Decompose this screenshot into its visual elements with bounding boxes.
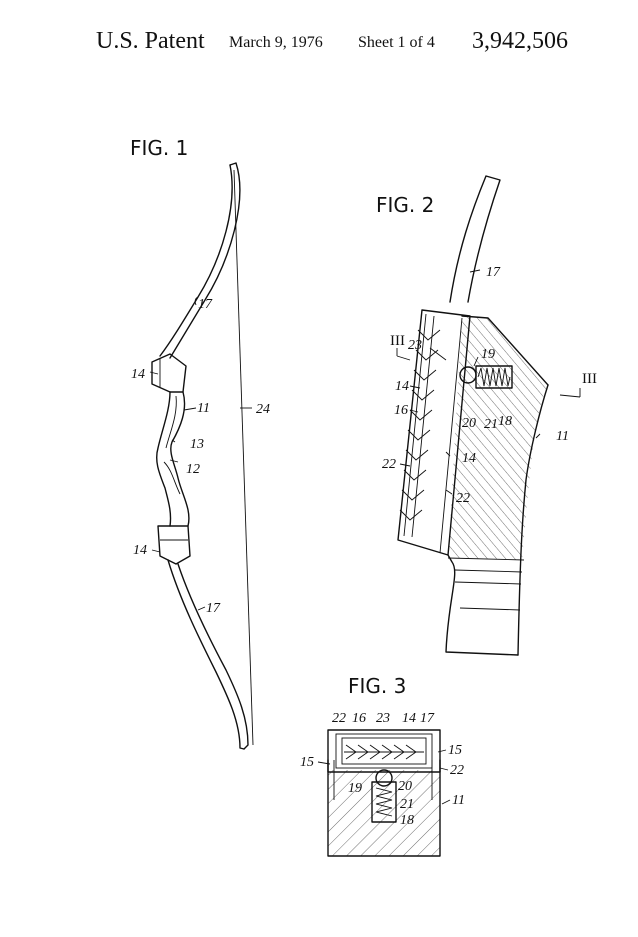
- upper-limb-belly: [159, 164, 233, 357]
- fig2-ref-23: 23: [408, 338, 422, 353]
- fig2-ref-22-lower: 22: [456, 491, 470, 506]
- fig1-ref-17-lower: 17: [206, 601, 221, 616]
- lower-limb-back: [177, 563, 249, 750]
- fig3-ref-15-left: 15: [300, 755, 314, 770]
- fig3-ref-20: 20: [398, 779, 412, 794]
- fig2-title: FIG. 2: [376, 193, 434, 217]
- fig2-section-left: III: [390, 333, 405, 349]
- patent-label: U.S. Patent: [96, 28, 205, 54]
- riser-back: [170, 391, 190, 527]
- riser-belly: [156, 391, 172, 527]
- upper-limb-block: [151, 353, 187, 393]
- fig3-riser-section: [327, 759, 441, 857]
- fig3-spring: [375, 787, 393, 817]
- fig3-ref-19: 19: [348, 781, 362, 796]
- fig2-riser-back: [517, 384, 549, 656]
- fig2-section-right: III: [582, 371, 597, 387]
- fig2-ref-20: 20: [462, 416, 476, 431]
- fig3-ref-21: 21: [400, 797, 414, 812]
- fig3: FIG. 3 22 16 23 14: [300, 674, 465, 857]
- fig2-ref-22-left: 22: [382, 457, 396, 472]
- fig1-ref-13: 13: [190, 437, 204, 452]
- fig2-laminations: [399, 329, 441, 521]
- fig2-limb: [449, 175, 501, 303]
- fig2-ref-16: 16: [394, 403, 408, 418]
- patent-date: March 9, 1976: [229, 34, 323, 51]
- sheet-number: Sheet 1 of 4: [358, 34, 435, 51]
- fig3-ref-22-right: 22: [450, 763, 464, 778]
- patent-number: 3,942,506: [472, 28, 568, 54]
- fig3-title: FIG. 3: [348, 674, 406, 698]
- lower-limb-belly: [167, 559, 245, 750]
- fig2-spring-bore: [475, 365, 513, 389]
- fig2: FIG. 2: [376, 175, 597, 656]
- fig1-ref-24: 24: [256, 402, 270, 417]
- fig3-ref-17: 17: [420, 711, 435, 726]
- fig2-ref-17: 17: [486, 265, 501, 280]
- fig3-spring-bore: [371, 781, 397, 823]
- fig2-spring: [477, 367, 511, 387]
- fig3-ref-11: 11: [452, 793, 465, 808]
- fig1-ref-14-lower: 14: [133, 543, 147, 558]
- fig1-ref-12: 12: [186, 462, 200, 477]
- fig1-ref-17-upper: 17: [198, 297, 213, 312]
- fig3-ref-14: 14: [402, 711, 416, 726]
- fig3-ref-15-right: 15: [448, 743, 462, 758]
- fig2-ref-14-lower: 14: [462, 451, 476, 466]
- fig2-ref-21: 21: [484, 417, 498, 432]
- lower-limb-block: [157, 525, 191, 565]
- fig1-title: FIG. 1: [130, 136, 188, 160]
- fig1: FIG. 1 17 14 11 24 13 1: [130, 136, 270, 750]
- fig1-ref-11: 11: [197, 401, 210, 416]
- fig3-ref-23: 23: [376, 711, 390, 726]
- fig3-detent-ball: [375, 769, 393, 787]
- fig2-ref-18: 18: [498, 414, 512, 429]
- fig3-ref-18: 18: [400, 813, 414, 828]
- upper-limb-back: [169, 162, 241, 359]
- fig3-laminations: [344, 744, 424, 760]
- fig3-sleeve: [327, 729, 441, 773]
- fig2-riser-bottom: [445, 554, 519, 656]
- fig3-ref-16: 16: [352, 711, 366, 726]
- fig2-ref-19: 19: [481, 347, 495, 362]
- fig3-ref-22-top: 22: [332, 711, 346, 726]
- fig2-ref-11: 11: [556, 429, 569, 444]
- bow-string: [233, 169, 254, 746]
- fig1-ref-14-upper: 14: [131, 367, 145, 382]
- fig2-ref-14-upper: 14: [395, 379, 409, 394]
